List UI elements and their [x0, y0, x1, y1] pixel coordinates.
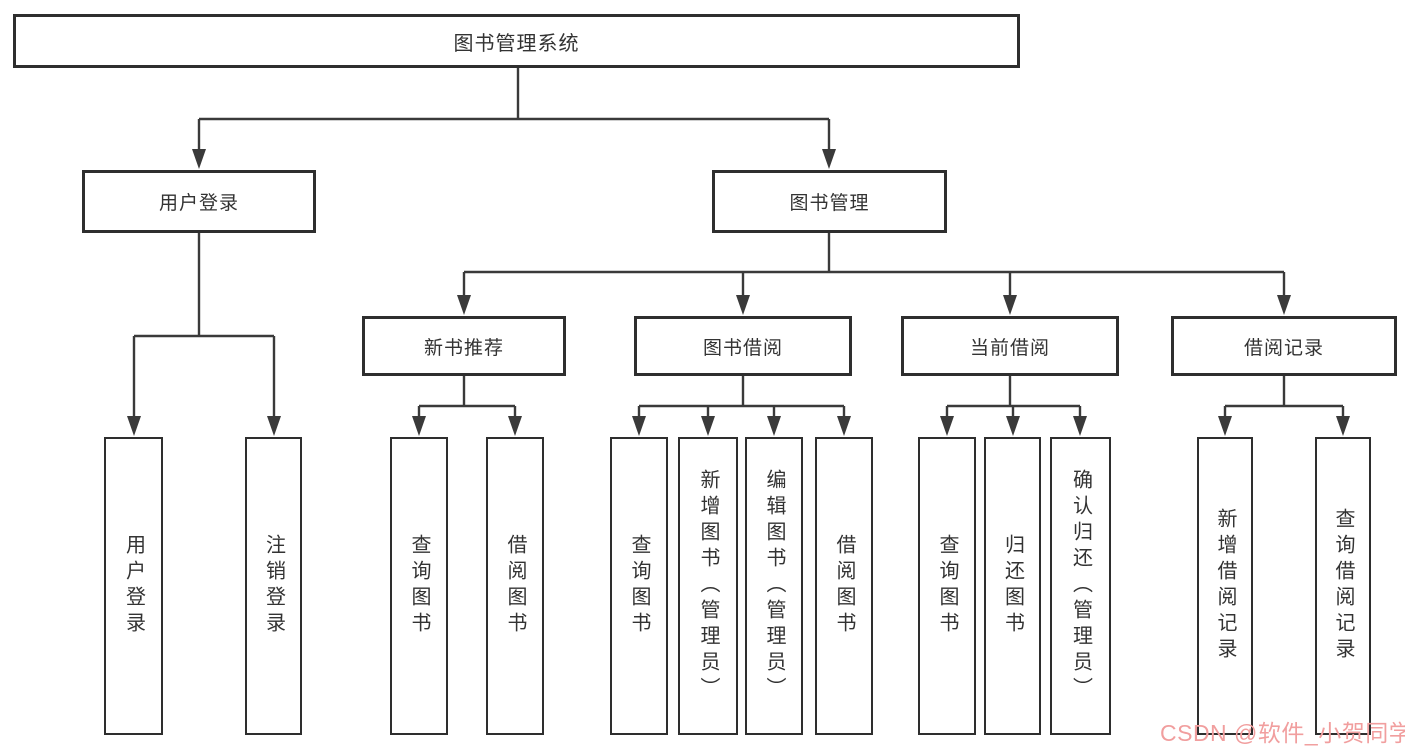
arrowhead — [412, 416, 426, 436]
arrowhead — [632, 416, 646, 436]
arrowhead — [508, 416, 522, 436]
node-user-login: 用户登录 — [82, 170, 316, 233]
node-leaf-query-books-current: 查询图书 — [918, 437, 976, 735]
node-leaf-add-books-admin-label: 新增图书（管理员） — [697, 469, 719, 703]
arrowhead — [736, 295, 750, 315]
node-leaf-query-books-current-label: 查询图书 — [936, 534, 958, 638]
arrowhead — [192, 149, 206, 169]
node-leaf-query-books-borrow: 查询图书 — [610, 437, 668, 735]
connector-bookborrow-to-leaves — [637, 376, 846, 418]
csdn-watermark: CSDN @软件_小贺同学 — [1160, 720, 1405, 746]
arrowhead — [457, 295, 471, 315]
arrowhead — [837, 416, 851, 436]
node-leaf-query-books-recommend-label: 查询图书 — [408, 534, 430, 638]
node-leaf-query-borrow-record-label: 查询借阅记录 — [1332, 508, 1354, 664]
node-leaf-logout-label: 注销登录 — [262, 534, 285, 638]
connector-curborrow-to-leaves — [945, 376, 1082, 418]
node-user-login-label: 用户登录 — [158, 193, 239, 214]
arrowhead — [1336, 416, 1350, 436]
arrowhead — [701, 416, 715, 436]
node-leaf-logout: 注销登录 — [245, 437, 302, 735]
node-leaf-return-books-label: 归还图书 — [1001, 534, 1024, 638]
node-leaf-add-books-admin: 新增图书（管理员） — [678, 437, 738, 735]
node-current-borrow-label: 当前借阅 — [969, 337, 1050, 359]
node-leaf-borrow-books: 借阅图书 — [815, 437, 873, 735]
connector-userlogin-to-leaves — [132, 233, 276, 418]
node-leaf-user-login: 用户登录 — [104, 437, 163, 735]
arrowhead — [127, 416, 141, 436]
node-leaf-query-borrow-record: 查询借阅记录 — [1315, 437, 1371, 735]
node-leaf-edit-books-admin: 编辑图书（管理员） — [745, 437, 803, 735]
node-leaf-add-borrow-record-label: 新增借阅记录 — [1214, 508, 1236, 664]
node-leaf-query-books-borrow-label: 查询图书 — [628, 534, 650, 638]
connector-newrec-to-leaves — [417, 376, 517, 418]
node-leaf-borrow-books-recommend: 借阅图书 — [486, 437, 544, 735]
node-book-borrow: 图书借阅 — [634, 316, 852, 376]
node-leaf-borrow-books-recommend-label: 借阅图书 — [504, 534, 526, 638]
node-root: 图书管理系统 — [13, 14, 1020, 68]
connector-root-to-level2 — [197, 68, 831, 151]
connector-bookmgmt-to-level3 — [462, 233, 1286, 297]
arrowhead — [267, 416, 281, 436]
arrowhead — [767, 416, 781, 436]
node-leaf-edit-books-admin-label: 编辑图书（管理员） — [763, 469, 785, 703]
node-current-borrow: 当前借阅 — [901, 316, 1119, 376]
node-leaf-borrow-books-label: 借阅图书 — [833, 534, 855, 638]
node-leaf-return-books: 归还图书 — [984, 437, 1041, 735]
connector-records-to-leaves — [1223, 376, 1345, 418]
arrowhead — [1218, 416, 1232, 436]
node-book-borrow-label: 图书借阅 — [702, 337, 783, 359]
node-leaf-query-books-recommend: 查询图书 — [390, 437, 448, 735]
arrowhead — [1003, 295, 1017, 315]
node-leaf-confirm-return-admin: 确认归还（管理员） — [1050, 437, 1111, 735]
arrowhead — [940, 416, 954, 436]
node-new-book-recommend: 新书推荐 — [362, 316, 566, 376]
arrowhead — [1073, 416, 1087, 436]
node-book-management-label: 图书管理 — [789, 193, 870, 214]
node-leaf-confirm-return-admin-label: 确认归还（管理员） — [1069, 469, 1092, 703]
arrowhead — [1006, 416, 1020, 436]
node-root-label: 图书管理系统 — [453, 32, 580, 55]
node-leaf-user-login-label: 用户登录 — [122, 534, 145, 638]
node-leaf-add-borrow-record: 新增借阅记录 — [1197, 437, 1253, 735]
node-borrow-records-label: 借阅记录 — [1243, 337, 1324, 359]
node-new-book-recommend-label: 新书推荐 — [423, 337, 504, 359]
arrowhead — [1277, 295, 1291, 315]
arrowhead — [822, 149, 836, 169]
node-borrow-records: 借阅记录 — [1171, 316, 1397, 376]
node-book-management: 图书管理 — [712, 170, 947, 233]
